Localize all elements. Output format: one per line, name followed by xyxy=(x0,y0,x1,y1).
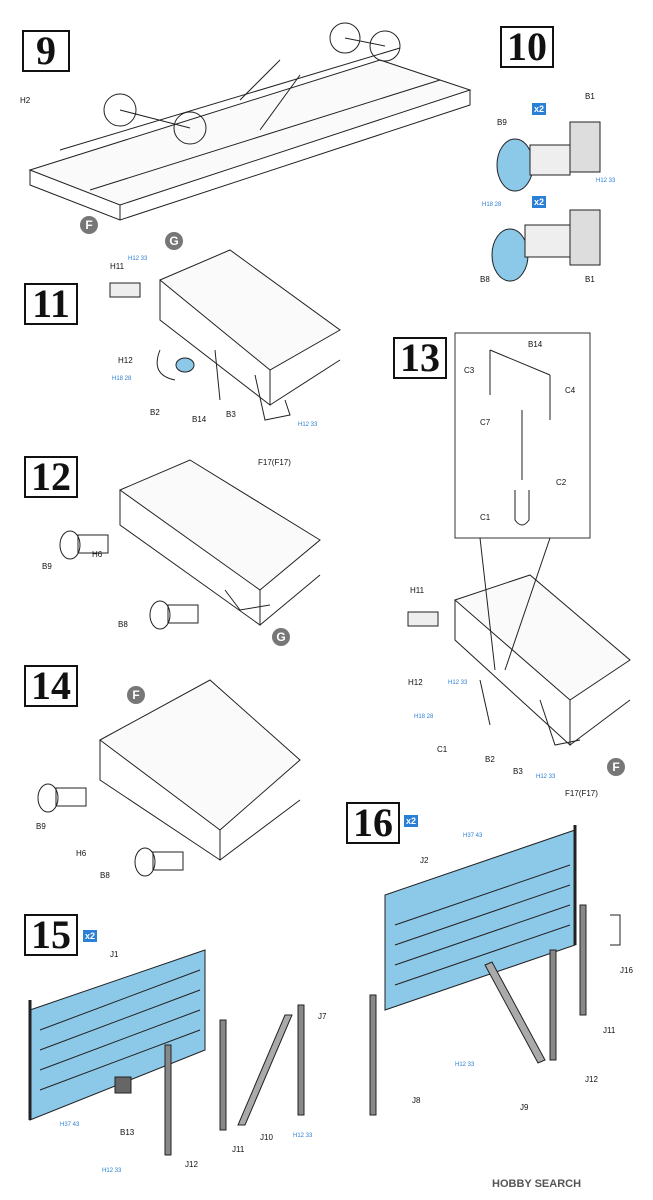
callout-g: G xyxy=(272,628,290,646)
step15-panel xyxy=(28,949,305,1156)
callout-f: F xyxy=(607,758,625,776)
part-label: J11 xyxy=(603,1026,616,1035)
part-label: J1 xyxy=(110,950,119,959)
part-label: B8 xyxy=(480,275,490,284)
part-label: F17(F17) xyxy=(258,458,291,467)
step-10-number: 10 xyxy=(500,26,554,68)
paint-code: H12 33 xyxy=(128,256,148,262)
step14-assembly xyxy=(37,679,301,877)
watermark: HOBBY SEARCH xyxy=(492,1178,582,1190)
part-label: B9 xyxy=(42,562,52,571)
part-label: B14 xyxy=(528,340,543,349)
part-label: C4 xyxy=(565,386,576,395)
part-label: C7 xyxy=(480,418,491,427)
paint-code: H12 33 xyxy=(293,1133,313,1139)
step-11-number: 11 xyxy=(24,283,78,325)
part-label: C1 xyxy=(480,513,491,522)
step-12-number: 12 xyxy=(24,456,78,498)
part-label: H6 xyxy=(92,550,103,559)
paint-code: H37 43 xyxy=(463,833,483,839)
part-label: J10 xyxy=(260,1133,273,1142)
part-label: B8 xyxy=(118,620,128,629)
part-label: J16 xyxy=(620,966,633,975)
part-label: B8 xyxy=(100,871,110,880)
part-label: B9 xyxy=(36,822,46,831)
part-label: J12 xyxy=(585,1075,598,1084)
step-15-number: 15 xyxy=(24,914,78,956)
part-label: B1 xyxy=(585,92,595,101)
part-label: B2 xyxy=(485,755,495,764)
part-label: J9 xyxy=(520,1103,529,1112)
part-label: H2 xyxy=(20,96,31,105)
step13-assembly xyxy=(407,332,631,747)
chassis-frame xyxy=(28,22,472,221)
step11-assembly xyxy=(109,249,341,421)
part-label: J2 xyxy=(420,856,429,865)
step-16-number: 16 xyxy=(346,802,400,844)
part-label: F17(F17) xyxy=(565,789,598,798)
callout-f: F xyxy=(127,686,145,704)
part-label: J8 xyxy=(412,1096,421,1105)
part-label: C3 xyxy=(464,366,475,375)
part-label: B3 xyxy=(513,767,523,776)
paint-code: H18 28 xyxy=(482,202,502,208)
step-14-number: 14 xyxy=(24,665,78,707)
step16-panel xyxy=(369,825,621,1116)
part-label: H12 xyxy=(118,356,133,365)
paint-code: H12 33 xyxy=(455,1062,475,1068)
paint-code: H12 33 xyxy=(298,422,318,428)
part-label: H11 xyxy=(110,262,125,271)
part-label: C2 xyxy=(556,478,567,487)
paint-code: H12 33 xyxy=(596,178,616,184)
part-label: J7 xyxy=(318,1012,327,1021)
part-label: J12 xyxy=(185,1160,198,1169)
multiplier-badge: x2 xyxy=(83,930,97,942)
multiplier-badge: x2 xyxy=(532,196,546,208)
callout-g: G xyxy=(165,232,183,250)
paint-code: H12 33 xyxy=(448,680,468,686)
part-label: B13 xyxy=(120,1128,135,1137)
step-9-number: 9 xyxy=(22,30,70,72)
callout-f: F xyxy=(80,216,98,234)
part-label: C1 xyxy=(437,745,448,754)
part-label: B1 xyxy=(585,275,595,284)
buffer-parts xyxy=(491,121,601,282)
part-label: B2 xyxy=(150,408,160,417)
multiplier-badge: x2 xyxy=(404,815,418,827)
part-label: B3 xyxy=(226,410,236,419)
part-label: H11 xyxy=(410,586,425,595)
paint-code: H37 43 xyxy=(60,1122,80,1128)
paint-code: H18 28 xyxy=(112,376,132,382)
step12-assembly xyxy=(59,459,321,630)
paint-code: H12 33 xyxy=(102,1168,122,1174)
step-13-number: 13 xyxy=(393,337,447,379)
part-label: B14 xyxy=(192,415,207,424)
paint-code: H18 28 xyxy=(414,714,434,720)
part-label: H6 xyxy=(76,849,87,858)
part-label: J11 xyxy=(232,1145,245,1154)
paint-code: H12 33 xyxy=(536,774,556,780)
part-label: B9 xyxy=(497,118,507,127)
part-label: H12 xyxy=(408,678,423,687)
multiplier-badge: x2 xyxy=(532,103,546,115)
